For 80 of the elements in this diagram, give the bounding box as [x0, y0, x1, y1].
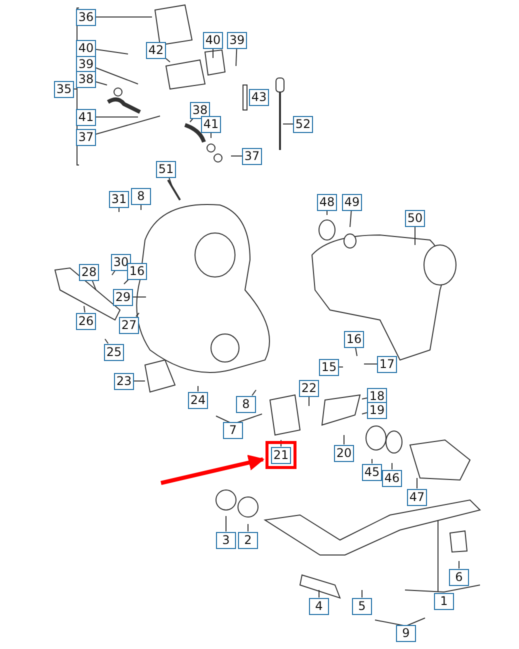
callout-number: 37 [76, 128, 96, 146]
callout-number: 17 [377, 356, 397, 372]
callout-number: 21 [271, 446, 291, 464]
callout-number: 41 [201, 116, 221, 132]
leader-line [416, 478, 418, 489]
callout-number: 19 [367, 402, 387, 418]
callout-number: 50 [405, 210, 425, 226]
leader-line [96, 116, 160, 135]
callout-number: 47 [407, 488, 427, 506]
leader-line [84, 306, 86, 313]
leader-line [112, 270, 116, 276]
leader-line [96, 67, 138, 84]
leader-line [414, 226, 416, 246]
callout-number: 15 [319, 358, 339, 376]
leader-line [212, 48, 214, 58]
leader-line [96, 16, 152, 18]
callout-number: 51 [156, 160, 176, 178]
callout-number: 23 [114, 372, 134, 390]
callout-number: 30 [111, 254, 131, 270]
leader-line [458, 560, 460, 569]
leader-line [96, 116, 138, 118]
leader-line [252, 390, 256, 396]
leader-line [308, 396, 310, 406]
leader-line [96, 81, 108, 86]
callout-number: 9 [396, 624, 416, 642]
leader-line [338, 366, 344, 368]
leader-line [168, 177, 172, 186]
callout-number: 6 [449, 568, 469, 586]
callout-number: 35 [54, 80, 74, 98]
callout-number: 36 [76, 8, 96, 26]
callout-number: 37 [242, 148, 262, 164]
callout-number: 40 [76, 40, 96, 56]
callout-number: 43 [249, 88, 269, 106]
callout-number: 1 [434, 592, 454, 610]
leader-line [96, 48, 128, 54]
leader-line [236, 48, 238, 66]
leader-line [104, 338, 109, 344]
callout-number: 42 [146, 42, 166, 58]
callout-number: 29 [113, 288, 133, 306]
callout-number: 24 [188, 392, 208, 408]
callout-number: 27 [119, 316, 139, 334]
arrow [160, 454, 265, 485]
callout-number: 20 [334, 444, 354, 462]
callout-number: 41 [76, 108, 96, 126]
leader-line [132, 296, 146, 298]
callout-number: 39 [227, 32, 247, 48]
callout-number: 38 [76, 70, 96, 88]
callout-number: 46 [382, 470, 402, 486]
callout-number: 16 [127, 262, 147, 280]
callout-number: 3 [216, 532, 236, 548]
callout-number: 26 [76, 312, 96, 330]
callout-number: 38 [190, 102, 210, 118]
leader-line [124, 279, 129, 284]
leader-line [140, 204, 142, 210]
leader-line [318, 590, 320, 598]
callout-number: 16 [344, 330, 364, 348]
callout-number: 28 [79, 264, 99, 280]
leader-line [362, 412, 368, 414]
leader-line [350, 210, 352, 228]
leader-line [355, 347, 358, 356]
callout-number: 8 [131, 188, 151, 204]
callout-number: 2 [238, 532, 258, 548]
callout-number: 49 [342, 194, 362, 210]
callout-number: 8 [236, 396, 256, 412]
callout-number: 52 [293, 116, 313, 132]
callout-number: 45 [362, 464, 382, 480]
leader-line [362, 398, 368, 400]
leader-line [92, 280, 96, 290]
leader-line [136, 312, 140, 317]
callout-number: 5 [352, 598, 372, 614]
callout-number: 48 [317, 194, 337, 210]
callout-number: 40 [203, 32, 223, 48]
callout-number: 25 [104, 344, 124, 360]
callout-number: 4 [309, 598, 329, 614]
leader-line [210, 132, 212, 138]
callout-number: 31 [109, 190, 129, 208]
leader-line [134, 380, 146, 382]
callout-number: 22 [299, 380, 319, 396]
leader-line [165, 58, 170, 62]
callout-number: 7 [223, 422, 243, 438]
